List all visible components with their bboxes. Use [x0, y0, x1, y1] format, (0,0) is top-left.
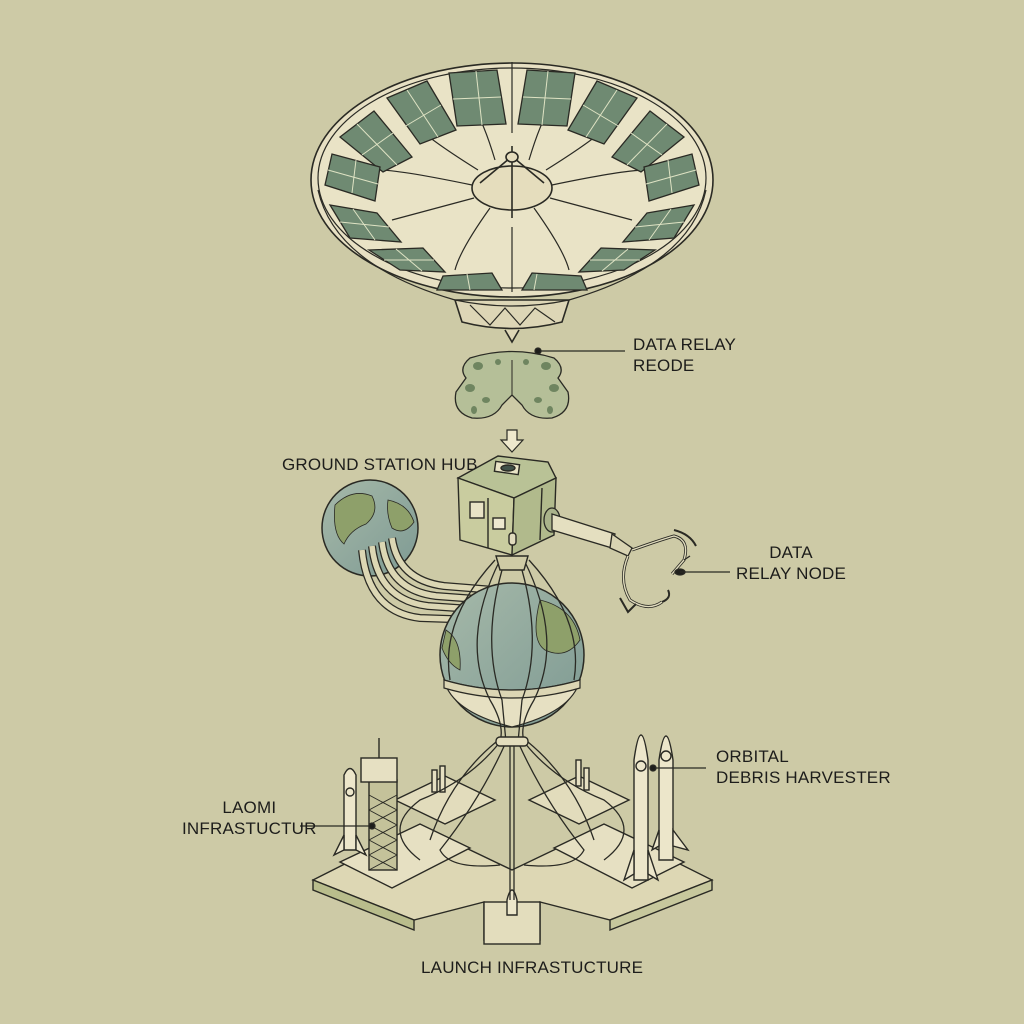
- cable-bundle: [447, 559, 577, 743]
- lattice-node-icon: [454, 350, 570, 419]
- label-laomi-infrastuctur: LAOMI INFRASTUCTUR: [182, 798, 317, 838]
- arrow-down-icon: [499, 429, 525, 453]
- label-launch-infrastucture: LAUNCH INFRASTUCTURE: [421, 958, 644, 977]
- module-cube-icon: [456, 455, 557, 571]
- label-orbital-debris-harvester: ORBITAL DEBRIS HARVESTER: [716, 747, 891, 787]
- launch-pad-icon: [311, 734, 714, 945]
- globe-icon: [439, 582, 585, 728]
- label-data-relay-node: DATA RELAY NODE: [736, 543, 847, 583]
- leader-lines: [300, 347, 730, 830]
- label-ground-station-hub: GROUND STATION HUB: [282, 455, 478, 474]
- robotic-claw-icon: [543, 507, 697, 614]
- cable-bundle: [358, 537, 495, 624]
- label-data-relay-reode: DATA RELAY REODE: [633, 335, 737, 375]
- satellite-dish-icon: [310, 62, 714, 344]
- panel-grid-lines: [327, 70, 697, 291]
